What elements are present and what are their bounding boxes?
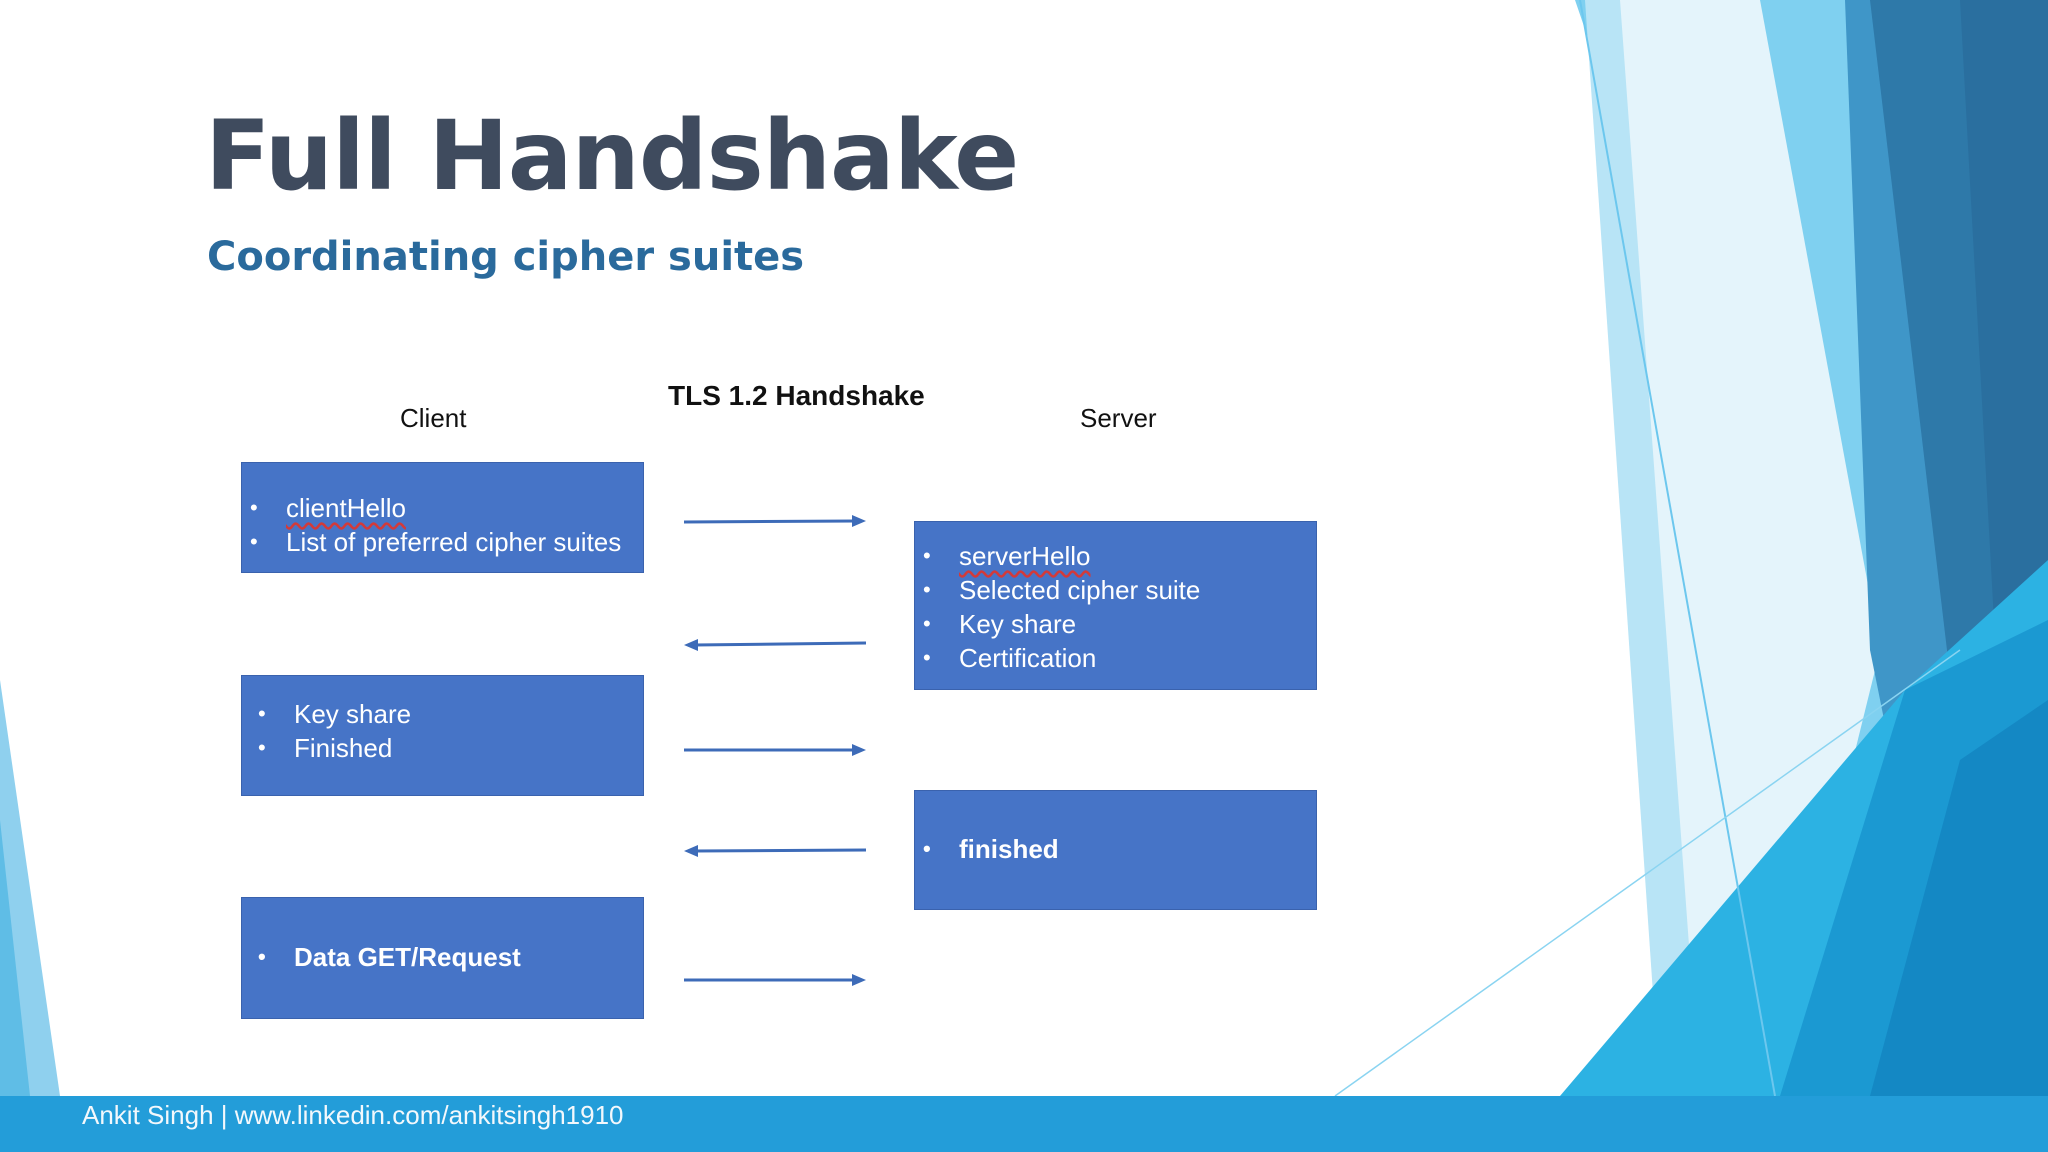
list-item: Finished bbox=[250, 731, 411, 765]
arrow-right-icon bbox=[684, 744, 866, 756]
list-item: List of preferred cipher suites bbox=[242, 525, 621, 559]
client-box-hello: clientHello List of preferred cipher sui… bbox=[241, 462, 644, 573]
arrow-right-icon bbox=[683, 515, 866, 527]
server-box-hello: serverHello Selected cipher suite Key sh… bbox=[914, 521, 1317, 690]
client-label: Client bbox=[400, 403, 467, 433]
list-item: Key share bbox=[915, 607, 1200, 641]
footer-bar bbox=[0, 1096, 2048, 1152]
list-item: Key share bbox=[250, 697, 411, 731]
arrow-right-icon bbox=[684, 974, 866, 986]
server-box-finished: finished bbox=[914, 790, 1317, 910]
server-label: Server bbox=[1080, 403, 1157, 433]
arrow-left-icon bbox=[684, 639, 867, 651]
diagram-title: TLS 1.2 Handshake bbox=[668, 380, 925, 411]
list-item: Data GET/Request bbox=[250, 940, 521, 974]
arrow-left-icon bbox=[684, 845, 867, 857]
list-item: clientHello bbox=[242, 491, 621, 525]
list-item: Selected cipher suite bbox=[915, 573, 1200, 607]
slide-subtitle: Coordinating cipher suites bbox=[207, 234, 805, 280]
list-item: Certification bbox=[915, 641, 1200, 675]
client-box-data: Data GET/Request bbox=[241, 897, 644, 1019]
client-hello-text: clientHello bbox=[286, 493, 406, 523]
list-item: serverHello bbox=[915, 539, 1200, 573]
client-box-keyshare: Key share Finished bbox=[241, 675, 644, 796]
slide-title: Full Handshake bbox=[205, 100, 1019, 212]
server-hello-text: serverHello bbox=[959, 541, 1091, 571]
footer-text: Ankit Singh | www.linkedin.com/ankitsing… bbox=[82, 1100, 624, 1130]
list-item: finished bbox=[915, 832, 1059, 866]
